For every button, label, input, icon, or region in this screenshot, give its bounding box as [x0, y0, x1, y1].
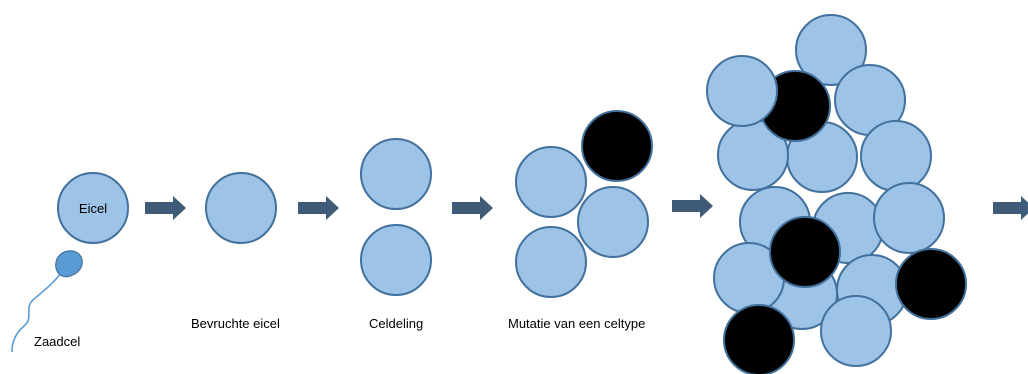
- arrow-4: [672, 194, 713, 218]
- arrow-3: [452, 196, 493, 220]
- stage-egg: Eicel: [57, 172, 129, 244]
- sperm-cell: [11, 250, 83, 353]
- mutation-label: Mutatie van een celtype: [508, 316, 645, 331]
- cluster-cell: [795, 14, 867, 86]
- mutation-cell-left: [515, 146, 587, 218]
- sperm-head: [55, 250, 83, 278]
- cluster-cell: [820, 295, 892, 367]
- egg-label: Eicel: [79, 201, 107, 216]
- cluster-cell: [860, 120, 932, 192]
- arrow-2: [298, 196, 339, 220]
- divided-cell-bottom: [360, 224, 432, 296]
- mutated-cluster-cell: [723, 304, 795, 374]
- division-label: Celdeling: [369, 316, 423, 331]
- fertilized-cell: [205, 172, 277, 244]
- sperm-label: Zaadcel: [34, 334, 80, 349]
- divided-cell-top: [360, 138, 432, 210]
- mutated-cell: [581, 110, 653, 182]
- stage-tumor-cluster: [706, 14, 967, 374]
- mutated-cluster-cell: [895, 248, 967, 320]
- egg-cell: [57, 172, 129, 244]
- fertilized-label: Bevruchte eicel: [191, 316, 280, 331]
- mutation-cell-right: [577, 186, 649, 258]
- stage-division: [360, 138, 432, 296]
- stage-mutation: [515, 110, 653, 298]
- cluster-cell: [873, 182, 945, 254]
- cluster-cell: [706, 55, 778, 127]
- mutation-cell-bottom: [515, 226, 587, 298]
- mutated-cluster-cell: [769, 216, 841, 288]
- sperm-tail: [11, 271, 63, 353]
- arrow-1: [145, 196, 186, 220]
- arrow-5: [993, 196, 1028, 220]
- stage-fertilized: [205, 172, 277, 244]
